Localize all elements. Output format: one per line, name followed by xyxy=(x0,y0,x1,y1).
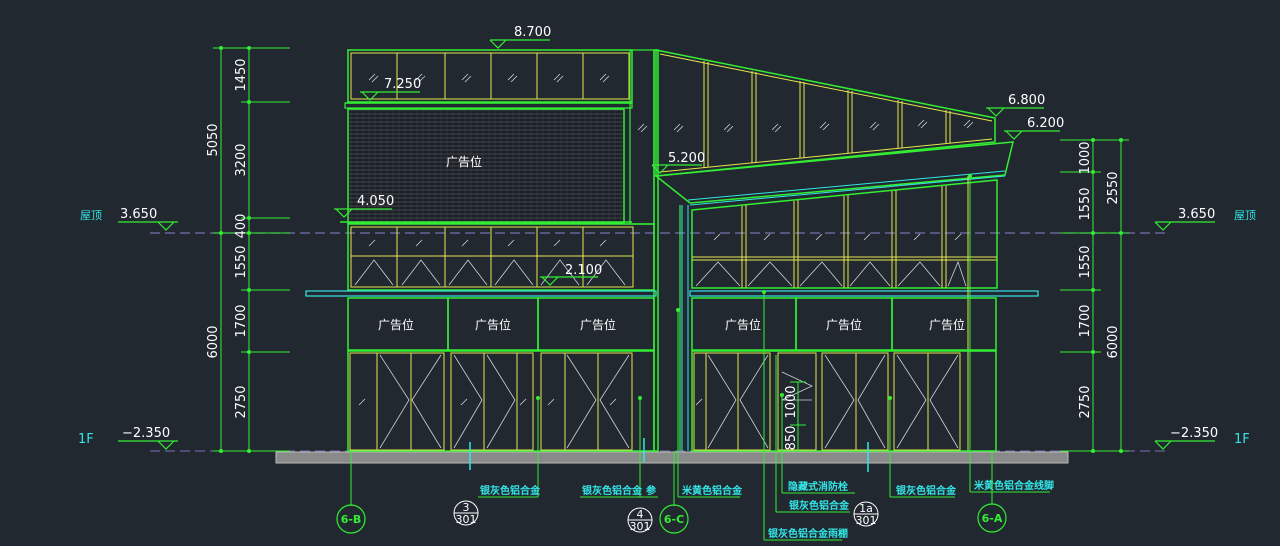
elev-2100: 2.100 xyxy=(565,263,602,278)
right-slope-band-inner1 xyxy=(687,170,1006,201)
left-top-glazing xyxy=(347,49,633,103)
right-slope-band xyxy=(654,141,1014,204)
right-dimension-ticks xyxy=(1091,138,1123,453)
callout-7: 米黄色铝合金线脚 xyxy=(974,479,1054,492)
callout-3: 米黄色铝合金 xyxy=(682,484,743,497)
ad-label-right-3: 广告位 xyxy=(929,317,965,332)
axis-leaders xyxy=(350,451,993,506)
callout-leaders xyxy=(478,176,1050,541)
detail-ref-3: 1a 301 xyxy=(853,501,879,527)
svg-text:6-A: 6-A xyxy=(982,512,1003,525)
dim-left-total-6000: 6000 xyxy=(206,325,221,358)
elev-4050: 4.050 xyxy=(357,194,394,209)
dim-right-1550a: 1550 xyxy=(1078,187,1093,220)
dim-right-2750: 2750 xyxy=(1078,385,1093,418)
left-dimension-ticks xyxy=(219,46,251,453)
ad-label-left-2: 广告位 xyxy=(475,317,511,332)
svg-text:6-C: 6-C xyxy=(664,513,684,526)
dim-left-1700: 1700 xyxy=(234,304,249,337)
right-ad-row xyxy=(691,297,997,351)
svg-text:3: 3 xyxy=(463,501,470,514)
right-upper-glazing xyxy=(691,176,998,451)
level-roof-right: 屋顶 xyxy=(1234,209,1256,222)
dim-left-400: 400 xyxy=(234,214,249,239)
callout-dots xyxy=(536,174,972,400)
left-dimension-lines xyxy=(213,47,290,453)
door-dim-1000: 1000 xyxy=(784,385,799,418)
dim-right-total-6000: 6000 xyxy=(1106,325,1121,358)
ad-label-left-1: 广告位 xyxy=(378,317,414,332)
elev-m2350-left: −2.350 xyxy=(122,426,170,441)
callout-2: 银灰色铝合金 xyxy=(582,484,643,497)
dim-left-3200: 3200 xyxy=(234,143,249,176)
left-column-strip xyxy=(629,49,655,225)
left-ground-doors xyxy=(347,350,655,452)
ad-label-left-3: 广告位 xyxy=(580,317,616,332)
callout-1: 银灰色铝合金 xyxy=(480,484,541,497)
svg-text:301: 301 xyxy=(630,520,651,533)
right-slope-band-inner2 xyxy=(689,175,1006,206)
dim-right-total-2550: 2550 xyxy=(1106,171,1121,204)
elev-6200: 6.200 xyxy=(1027,116,1064,131)
dim-right-1700: 1700 xyxy=(1078,304,1093,337)
svg-text:301: 301 xyxy=(456,513,477,526)
dim-right-1000: 1000 xyxy=(1078,141,1093,174)
dim-right-1550b: 1550 xyxy=(1078,245,1093,278)
left-upper-glazing xyxy=(347,223,655,291)
detail-ref-1: 3 301 xyxy=(453,500,479,526)
callout-4: 隐藏式消防栓 xyxy=(788,480,848,493)
ad-label-right-1: 广告位 xyxy=(725,317,761,332)
svg-text:4: 4 xyxy=(637,508,644,521)
ground-slab xyxy=(275,451,1069,464)
elev-5200: 5.200 xyxy=(668,151,705,166)
dim-left-1550: 1550 xyxy=(234,245,249,278)
elev-3650-right: 3.650 xyxy=(1178,207,1215,222)
dim-left-2750: 2750 xyxy=(234,385,249,418)
axis-bubble-6b: 6-B xyxy=(336,504,366,534)
svg-text:301: 301 xyxy=(856,514,877,527)
level-roof-left: 屋顶 xyxy=(80,209,102,222)
big-ad-board xyxy=(347,108,625,224)
level-1f-left: 1F xyxy=(78,432,94,447)
svg-text:6-B: 6-B xyxy=(341,513,362,526)
callout-2-suffix: 参 xyxy=(646,484,656,497)
column-glass-marks xyxy=(637,123,648,133)
callout-6: 银灰色铝合金 xyxy=(896,484,957,497)
door-dimension xyxy=(790,381,806,451)
canopy-right xyxy=(689,290,1039,297)
elev-8700: 8.700 xyxy=(514,25,551,40)
canopy-left xyxy=(305,290,657,297)
dim-left-total-5050: 5050 xyxy=(206,123,221,156)
axis-bubble-6c: 6-C xyxy=(659,504,689,534)
dim-left-1450: 1450 xyxy=(234,58,249,91)
ad-label-right-2: 广告位 xyxy=(826,317,862,332)
axis-bubble-6a: 6-A xyxy=(977,503,1007,533)
callout-5: 银灰色铝合金 xyxy=(789,499,850,512)
callout-8: 银灰色铝合金雨棚 xyxy=(768,527,848,540)
right-ground-doors xyxy=(691,350,997,452)
elev-6800: 6.800 xyxy=(1008,93,1045,108)
elev-m2350-right: −2.350 xyxy=(1170,426,1218,441)
detail-ref-leaders xyxy=(469,438,869,472)
right-sloped-roof xyxy=(655,49,996,177)
elev-3650-left: 3.650 xyxy=(120,207,157,222)
big-ad-label: 广告位 xyxy=(446,154,482,169)
door-dim-850: 850 xyxy=(784,426,799,451)
elev-7250: 7.250 xyxy=(384,77,421,92)
level-1f-right: 1F xyxy=(1234,432,1250,447)
svg-text:1a: 1a xyxy=(859,502,873,515)
level-markers xyxy=(118,39,1215,450)
detail-ref-2: 4 301 xyxy=(627,507,653,533)
left-canopy-top xyxy=(344,102,633,109)
